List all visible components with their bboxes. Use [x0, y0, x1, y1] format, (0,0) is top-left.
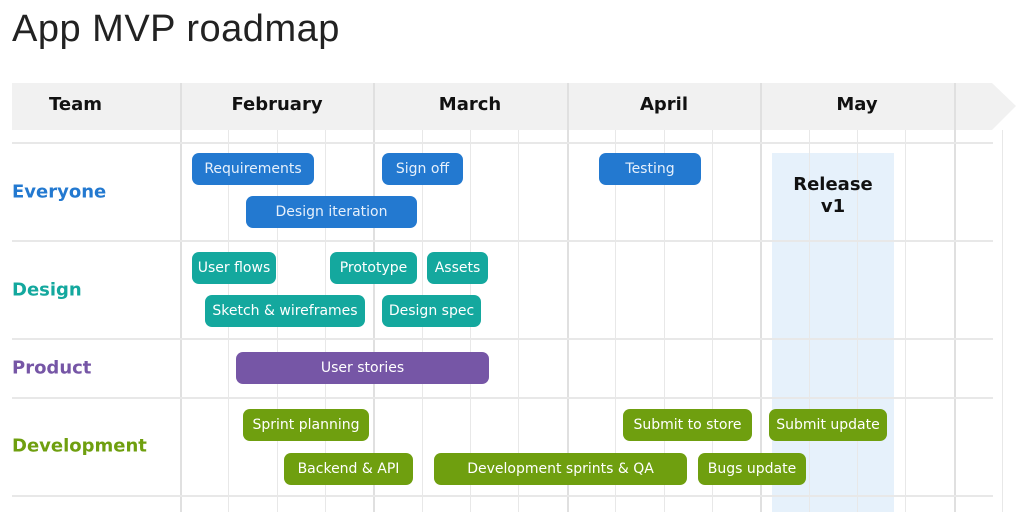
row-divider: [12, 240, 993, 242]
task-design-spec[interactable]: Design spec: [382, 295, 481, 327]
task-bugs-update[interactable]: Bugs update: [698, 453, 806, 485]
week-gridline: [615, 130, 616, 512]
task-testing[interactable]: Testing: [599, 153, 701, 185]
week-gridline: [518, 130, 519, 512]
row-divider: [12, 338, 993, 340]
page-title: App MVP roadmap: [12, 8, 340, 50]
month-divider: [373, 83, 375, 512]
month-may: May: [836, 94, 878, 115]
release-label: Release: [793, 174, 873, 195]
team-column-header: Team: [49, 94, 102, 115]
week-gridline: [857, 130, 858, 512]
team-product: Product: [12, 357, 92, 379]
month-february: February: [231, 94, 323, 115]
task-submit-update[interactable]: Submit update: [769, 409, 887, 441]
task-design-iteration[interactable]: Design iteration: [246, 196, 417, 228]
release-version: v1: [820, 196, 846, 217]
month-march: March: [438, 94, 502, 115]
team-everyone: Everyone: [12, 181, 107, 203]
team-design: Design: [12, 279, 82, 301]
row-divider: [12, 142, 993, 144]
team-development: Development: [12, 435, 147, 457]
task-sketch-wireframes[interactable]: Sketch & wireframes: [205, 295, 365, 327]
task-user-flows[interactable]: User flows: [192, 252, 276, 284]
task-development-sprints-qa[interactable]: Development sprints & QA: [434, 453, 687, 485]
month-divider: [180, 83, 182, 512]
task-user-stories[interactable]: User stories: [236, 352, 489, 384]
task-requirements[interactable]: Requirements: [192, 153, 314, 185]
task-assets[interactable]: Assets: [427, 252, 488, 284]
week-gridline: [809, 130, 810, 512]
month-divider: [760, 83, 762, 512]
month-april: April: [639, 94, 689, 115]
task-sign-off[interactable]: Sign off: [382, 153, 463, 185]
month-divider: [954, 83, 956, 512]
row-divider: [12, 397, 993, 399]
task-backend-api[interactable]: Backend & API: [284, 453, 413, 485]
task-sprint-planning[interactable]: Sprint planning: [243, 409, 369, 441]
release-highlight: [772, 153, 894, 512]
task-prototype[interactable]: Prototype: [330, 252, 417, 284]
task-submit-to-store[interactable]: Submit to store: [623, 409, 752, 441]
release-milestone: Release v1: [772, 174, 894, 218]
week-gridline: [664, 130, 665, 512]
month-divider: [567, 83, 569, 512]
week-gridline: [712, 130, 713, 512]
row-divider: [12, 495, 993, 497]
week-gridline: [905, 130, 906, 512]
week-gridline: [1002, 130, 1003, 512]
timeline-header: Team February March April May: [12, 83, 1016, 130]
